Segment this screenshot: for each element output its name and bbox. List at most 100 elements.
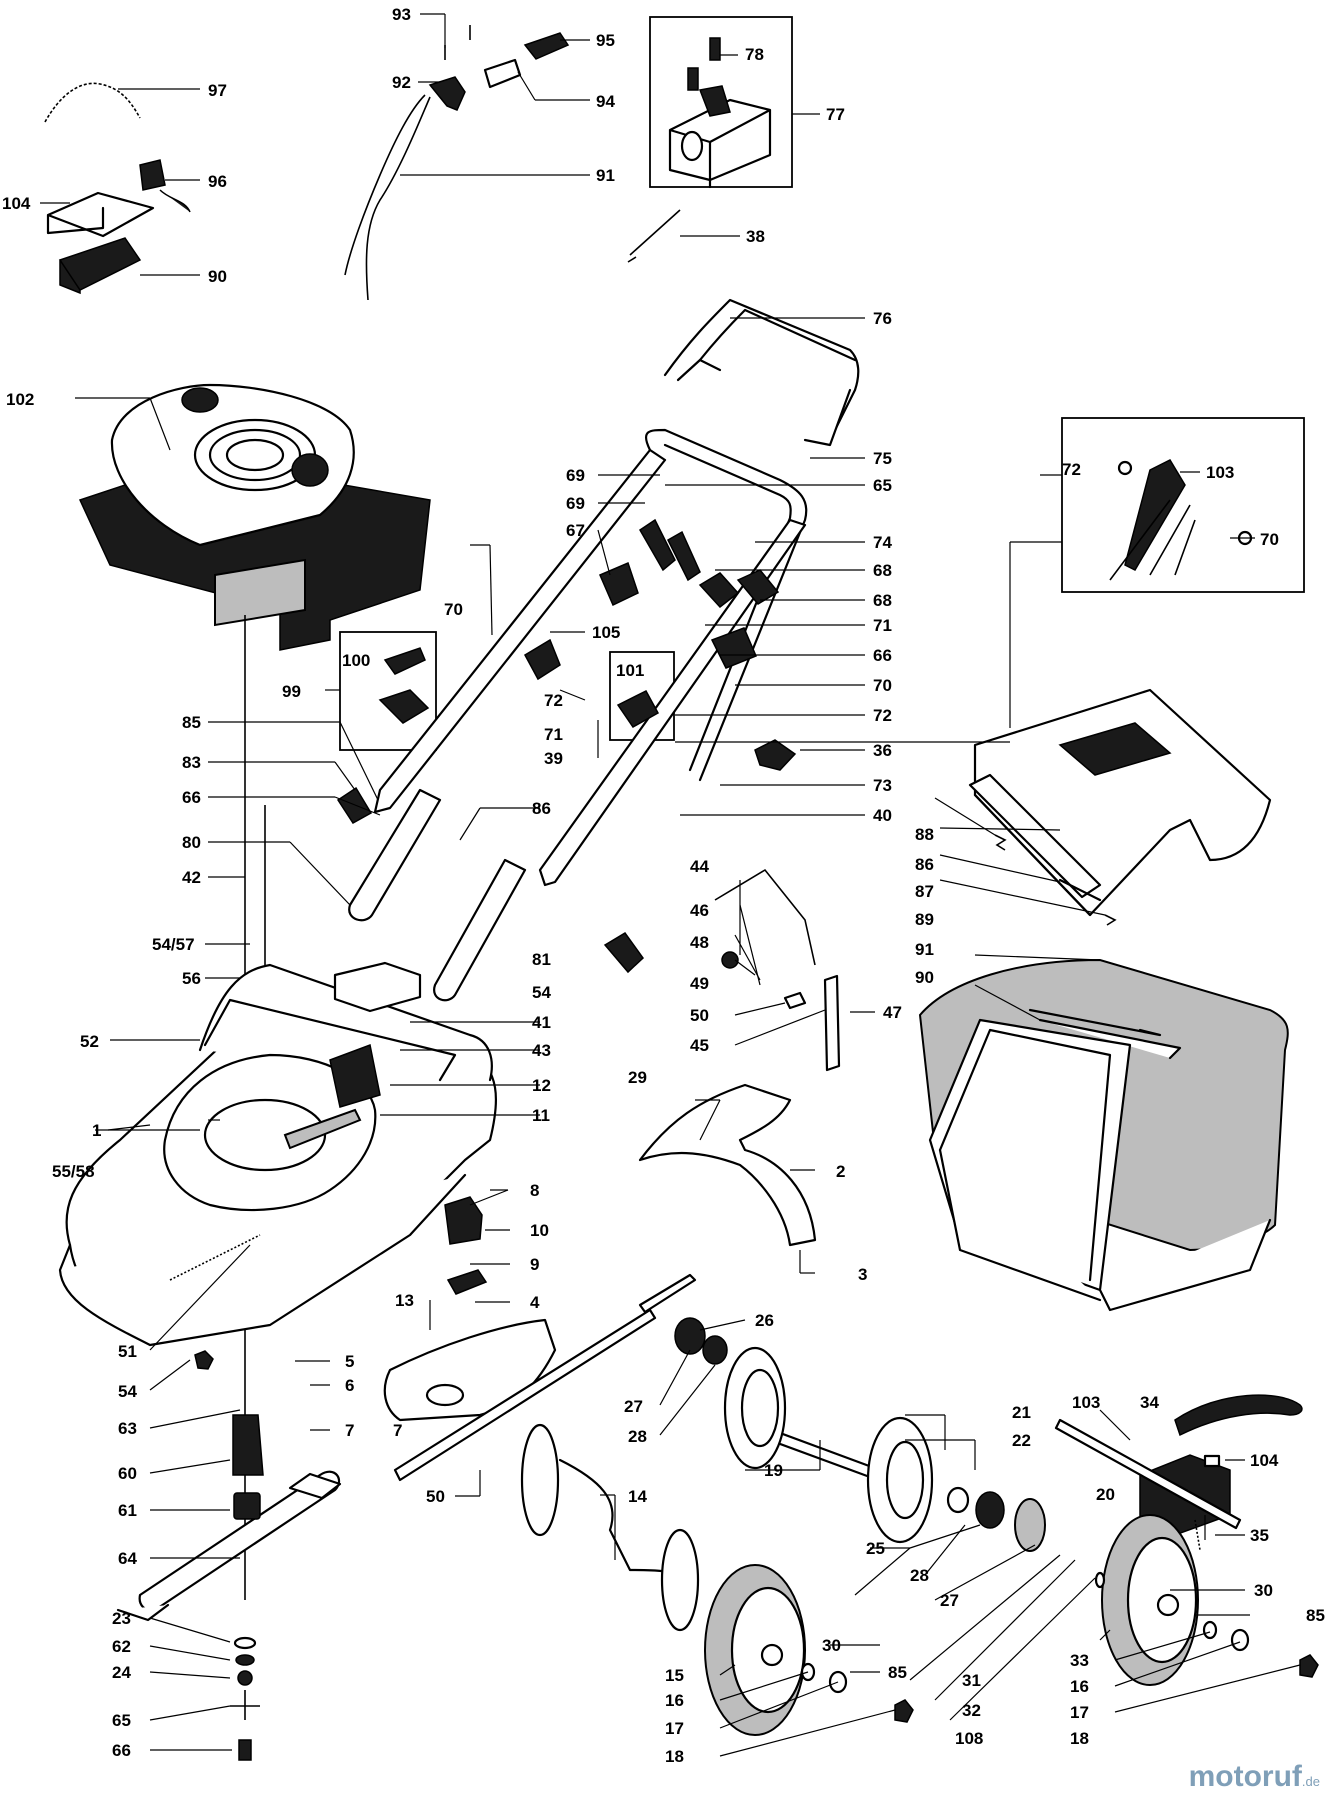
- label-104: 101: [616, 661, 644, 680]
- label-17a: 17: [1070, 1703, 1089, 1722]
- inset-box-80: [649, 16, 793, 188]
- label-47: 47: [883, 1003, 902, 1022]
- label-26: 26: [755, 1311, 774, 1330]
- label-76: 74: [873, 533, 892, 552]
- battery-94: [58, 237, 142, 295]
- lever-70: [698, 569, 780, 609]
- blade-65: [138, 1470, 341, 1612]
- label-41: 41: [532, 1013, 551, 1032]
- label-13: 13: [395, 1291, 414, 1310]
- label-64: 66: [112, 1741, 131, 1760]
- label-101: 97: [208, 81, 227, 100]
- clip-102: [378, 689, 430, 724]
- label-72c: 70: [873, 676, 892, 695]
- label-73b: 71: [544, 725, 563, 744]
- label-27b: 27: [940, 1591, 959, 1610]
- connector-98: [483, 58, 522, 89]
- label-48: 48: [690, 933, 709, 952]
- cable-harness-95: [344, 94, 426, 276]
- label-63: 65: [112, 1711, 131, 1730]
- label-90: 88: [915, 825, 934, 844]
- label-99: 95: [596, 31, 615, 50]
- label-95: 91: [596, 166, 615, 185]
- label-36: 36: [873, 741, 892, 760]
- label-62: 62: [112, 1637, 131, 1656]
- label-54-57: 54/57: [152, 935, 195, 954]
- watermark: motoruf.de: [1189, 1760, 1320, 1794]
- label-83: 81: [532, 950, 551, 969]
- label-81: 78: [745, 45, 764, 64]
- label-30b: 30: [822, 1636, 841, 1655]
- label-89: 87: [915, 882, 934, 901]
- label-72a: 70: [1260, 530, 1279, 549]
- spring-cable-101: [44, 82, 141, 123]
- label-2: 2: [836, 1162, 845, 1181]
- label-40: 40: [873, 806, 892, 825]
- switch-104: [616, 690, 660, 728]
- label-22: 22: [1012, 1431, 1031, 1450]
- mower-deck-1: [58, 963, 498, 1347]
- label-65: 64: [118, 1549, 137, 1568]
- label-71a: 69: [566, 466, 585, 485]
- label-6: 6: [345, 1376, 354, 1395]
- label-15: 15: [665, 1666, 684, 1685]
- label-60: 61: [118, 1501, 137, 1520]
- label-18b: 18: [665, 1747, 684, 1766]
- label-29: 29: [628, 1068, 647, 1087]
- label-17b: 17: [665, 1719, 684, 1738]
- lower-tube-82: [348, 788, 442, 922]
- label-9: 9: [530, 1255, 539, 1274]
- label-70a: 68: [873, 561, 892, 580]
- bracket-113: [523, 638, 561, 681]
- label-50: 50: [690, 1006, 709, 1025]
- label-87: 86: [532, 799, 551, 818]
- label-113: 105: [592, 623, 620, 642]
- charger-100: [139, 159, 191, 213]
- grass-bag-top-88: [968, 688, 1272, 917]
- label-46: 46: [690, 901, 709, 920]
- watermark-text: motoruf: [1188, 1760, 1302, 1793]
- latch-spring-44: [714, 868, 816, 966]
- lever-38: [627, 209, 681, 263]
- label-100: 96: [208, 172, 227, 191]
- adapter-59: [232, 1414, 264, 1476]
- label-111: 104: [1250, 1451, 1279, 1470]
- label-103: 100: [342, 651, 370, 670]
- label-30a: 30: [1254, 1581, 1273, 1600]
- label-7b: 7: [393, 1421, 402, 1440]
- label-80: 77: [826, 105, 845, 124]
- label-54a: 54: [532, 983, 551, 1002]
- label-75: 73: [873, 776, 892, 795]
- label-31: 31: [962, 1671, 981, 1690]
- label-51: 50: [426, 1487, 445, 1506]
- label-52: 51: [118, 1342, 137, 1361]
- label-54b: 54: [118, 1382, 137, 1401]
- label-86a: 85: [182, 713, 201, 732]
- label-72b: 70: [444, 600, 463, 619]
- label-3: 3: [858, 1265, 867, 1284]
- label-43: 43: [532, 1041, 551, 1060]
- label-55-58: 55/58: [52, 1162, 95, 1181]
- label-97: 93: [392, 5, 411, 24]
- inset-box-108: [1061, 417, 1305, 593]
- label-7a: 7: [345, 1421, 354, 1440]
- label-14: 14: [628, 1487, 647, 1506]
- label-4: 4: [530, 1293, 540, 1312]
- inset-box-102: [339, 631, 437, 751]
- plate-45: [823, 974, 841, 1072]
- label-70b: 68: [873, 591, 892, 610]
- label-49: 49: [690, 974, 709, 993]
- knob-36: [754, 739, 797, 771]
- label-91: 89: [915, 910, 934, 929]
- clamp-96: [428, 76, 466, 111]
- label-19: 19: [764, 1461, 783, 1480]
- grass-bag-frame-78: [663, 298, 860, 442]
- label-98: 94: [596, 92, 615, 111]
- belt-34: [1174, 1394, 1303, 1437]
- label-16b: 16: [665, 1691, 684, 1710]
- label-73a: 71: [873, 616, 892, 635]
- label-53: 52: [80, 1032, 99, 1051]
- label-86c: 85: [888, 1663, 907, 1682]
- label-67: 66: [182, 788, 201, 807]
- label-10: 10: [530, 1221, 549, 1240]
